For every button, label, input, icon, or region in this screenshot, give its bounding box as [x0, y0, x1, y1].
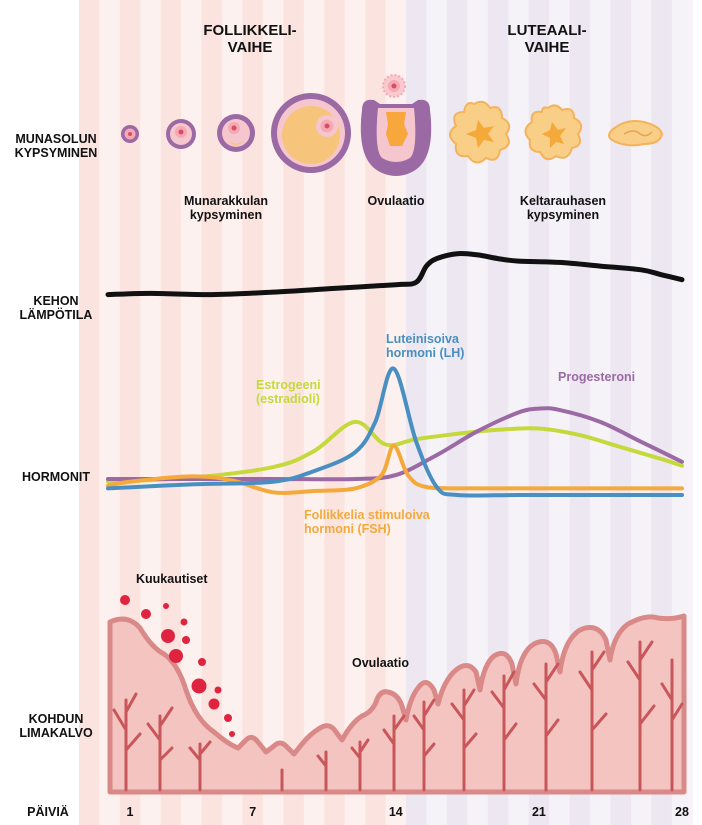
label-progesterone: Progesteroni — [558, 370, 636, 384]
follicular-phase-title: FOLLIKKELI- VAIHE — [203, 22, 297, 57]
day-stripe — [344, 0, 366, 825]
day-stripe — [201, 0, 223, 825]
day-stripe — [160, 0, 182, 825]
day-stripe — [610, 0, 632, 825]
follicle-stage-4 — [271, 93, 351, 173]
hormone-curves — [106, 366, 684, 498]
day-stripe — [262, 0, 284, 825]
lining-tissue — [107, 613, 687, 795]
day-tick-label: 28 — [675, 805, 689, 819]
caption-menstruation: Kuukautiset — [136, 572, 208, 586]
day-tick-label: 7 — [249, 805, 257, 819]
body-temperature-curve — [105, 251, 685, 298]
day-stripe — [365, 0, 386, 825]
day-stripe — [446, 0, 468, 825]
follicle-stage-2 — [166, 119, 196, 149]
day-stripe — [406, 0, 427, 825]
day-tick-label: 21 — [531, 805, 546, 819]
caption-corpus-luteum: Keltarauhasen kypsyminen — [519, 194, 607, 223]
row-label-temperature: KEHON LÄMPÖTILA — [19, 294, 93, 323]
lh-curve — [106, 366, 684, 498]
uterine-lining — [107, 595, 687, 795]
day-stripe — [590, 0, 611, 825]
follicle-stage-1 — [121, 125, 139, 143]
fsh-curve — [106, 443, 684, 495]
caption-ovulation-lining: Ovulaatio — [352, 656, 409, 670]
luteal-phase-title: LUTEAALI- VAIHE — [507, 22, 587, 57]
menstrual-blood-drops — [120, 595, 235, 737]
day-stripe — [549, 0, 570, 825]
day-stripe — [181, 0, 202, 825]
corpus-luteum-stage-2 — [524, 104, 583, 161]
day-stripe — [467, 0, 489, 825]
ovulating-follicle — [360, 74, 432, 176]
row-label-egg: MUNASOLUN KYPSYMINEN — [14, 132, 98, 161]
label-lh: Luteinisoiva hormoni (LH) — [386, 332, 465, 361]
estrogen-curve — [106, 419, 684, 484]
day-stripe — [528, 0, 550, 825]
day-stripe — [78, 0, 100, 825]
day-tick-label: 1 — [126, 805, 134, 819]
label-fsh: Follikkelia stimuloiva hormoni (FSH) — [304, 508, 430, 537]
caption-follicle-maturation: Munarakkulan kypsyminen — [183, 194, 269, 223]
row-label-hormones: HORMONIT — [21, 470, 91, 484]
corpus-luteum-stage-1 — [449, 100, 511, 164]
progesterone-curve — [106, 406, 684, 482]
label-estrogen: Estrogeeni (estradioli) — [256, 378, 321, 407]
egg-maturation-row — [121, 74, 664, 176]
row-label-days: PÄIVIÄ — [27, 805, 69, 819]
follicle-stage-3 — [217, 114, 255, 152]
day-stripe — [222, 0, 243, 825]
day-stripe — [303, 0, 325, 825]
row-label-lining: KOHDUN LIMAKALVO — [19, 712, 93, 741]
day-stripe — [487, 0, 509, 825]
day-stripe — [242, 0, 264, 825]
caption-ovulation: Ovulaatio — [367, 194, 425, 208]
day-stripe — [426, 0, 448, 825]
day-stripe — [569, 0, 591, 825]
day-stripes — [78, 0, 693, 825]
day-stripe — [385, 0, 407, 825]
day-stripe — [324, 0, 346, 825]
corpus-albicans — [608, 120, 664, 147]
day-stripe — [283, 0, 305, 825]
day-tick-label: 14 — [388, 805, 403, 819]
blood-vessels — [112, 640, 684, 792]
